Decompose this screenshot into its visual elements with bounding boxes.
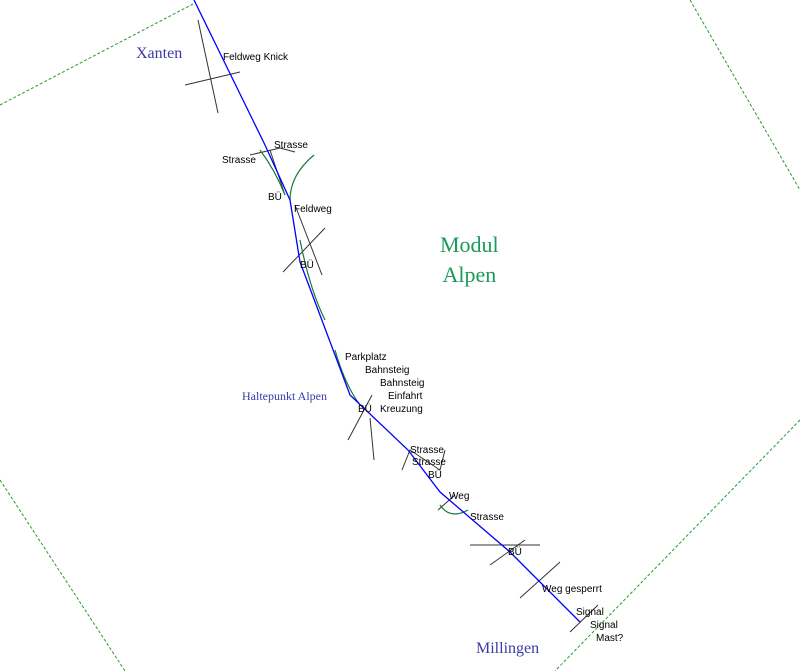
label-strasse: Strasse — [274, 140, 308, 151]
label-feldweg-knick: Feldweg Knick — [223, 52, 289, 63]
label-bue: BÜ — [508, 547, 522, 558]
place-haltepunkt-alpen: Haltepunkt Alpen — [242, 389, 327, 403]
place-xanten: Xanten — [136, 45, 183, 62]
place-millingen: Millingen — [476, 640, 540, 657]
label-bue: BÜ — [300, 260, 314, 271]
label-strasse: Strasse — [412, 457, 446, 468]
label-bue: BÜ — [268, 192, 282, 203]
label-einfahrt: Einfahrt — [388, 391, 423, 402]
module-title-line1: Modul — [440, 232, 499, 257]
label-bue: BÜ — [428, 470, 442, 481]
label-signal: Signal — [576, 607, 604, 618]
label-strasse: Strasse — [470, 512, 504, 523]
label-strasse: Strasse — [410, 445, 444, 456]
label-parkplatz: Parkplatz — [345, 352, 387, 363]
label-bahnsteig: Bahnsteig — [380, 378, 425, 389]
roads — [184, 19, 599, 633]
module-title: Modul Alpen — [440, 230, 499, 290]
label-signal: Signal — [590, 620, 618, 631]
main-track — [193, 0, 581, 623]
label-bahnsteig: Bahnsteig — [365, 365, 410, 376]
label-bue: BÜ — [358, 404, 372, 415]
label-feldweg: Feldweg — [294, 204, 332, 215]
label-weg: Weg — [449, 491, 470, 502]
label-mast: Mast? — [596, 633, 624, 644]
module-title-line2: Alpen — [442, 262, 497, 287]
label-kreuzung: Kreuzung — [380, 404, 423, 415]
label-strasse: Strasse — [222, 155, 256, 166]
label-weg-gesperrt: Weg gesperrt — [542, 584, 602, 595]
